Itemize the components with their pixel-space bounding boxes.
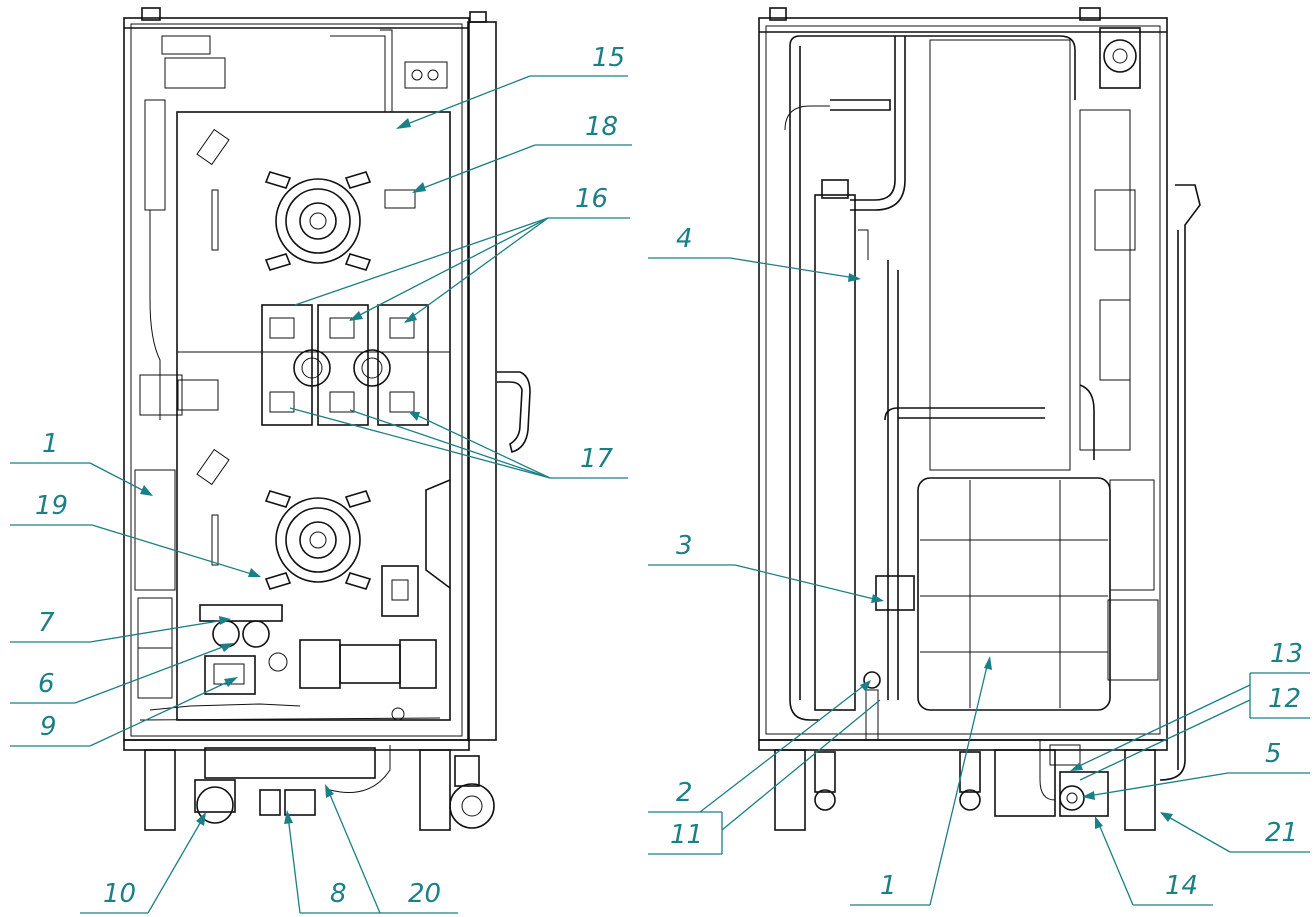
pump-5 bbox=[1059, 785, 1085, 811]
callout-4: 4 bbox=[676, 224, 693, 254]
callout-5: 5 bbox=[1265, 739, 1282, 769]
left-view bbox=[123, 7, 531, 831]
right-cabinet-frame bbox=[758, 17, 1168, 741]
callout-10: 10 bbox=[103, 879, 136, 909]
upper-fan bbox=[264, 171, 372, 271]
callout-14: 14 bbox=[1165, 871, 1198, 901]
valve-9 bbox=[204, 655, 256, 695]
callout-8: 8 bbox=[330, 879, 347, 909]
callout-18: 18 bbox=[585, 112, 618, 142]
callout-1-right: 1 bbox=[880, 871, 897, 901]
pressure-switch-7 bbox=[212, 620, 240, 648]
steam-generator-1 bbox=[917, 477, 1111, 711]
sensor-3 bbox=[875, 575, 915, 611]
callout-16: 16 bbox=[575, 184, 608, 214]
left-main-panel bbox=[176, 111, 451, 721]
callout-19: 19 bbox=[35, 491, 68, 521]
callout-11: 11 bbox=[670, 820, 703, 850]
callout-9: 9 bbox=[40, 712, 57, 742]
condenser-4 bbox=[814, 194, 856, 711]
callout-leaders bbox=[10, 75, 1310, 914]
callout-1-left: 1 bbox=[42, 429, 59, 459]
callout-15: 15 bbox=[592, 43, 625, 73]
callout-20: 20 bbox=[408, 879, 441, 909]
callout-labels: 15 18 16 17 1 19 7 6 9 10 8 20 4 3 2 11 … bbox=[35, 43, 1303, 909]
contactor bbox=[381, 565, 419, 617]
callout-21: 21 bbox=[1265, 818, 1298, 848]
callout-3: 3 bbox=[676, 531, 693, 561]
callout-6: 6 bbox=[38, 669, 55, 699]
callout-2: 2 bbox=[676, 778, 693, 808]
drain-valve-2 bbox=[863, 671, 881, 689]
callout-17: 17 bbox=[580, 444, 614, 474]
callout-13: 13 bbox=[1270, 639, 1303, 669]
left-cabinet-frame bbox=[123, 17, 470, 741]
callout-12: 12 bbox=[1268, 684, 1301, 714]
callout-7: 7 bbox=[38, 608, 55, 638]
lower-fan bbox=[264, 490, 372, 590]
heater-block bbox=[261, 304, 429, 426]
right-view bbox=[758, 7, 1201, 831]
